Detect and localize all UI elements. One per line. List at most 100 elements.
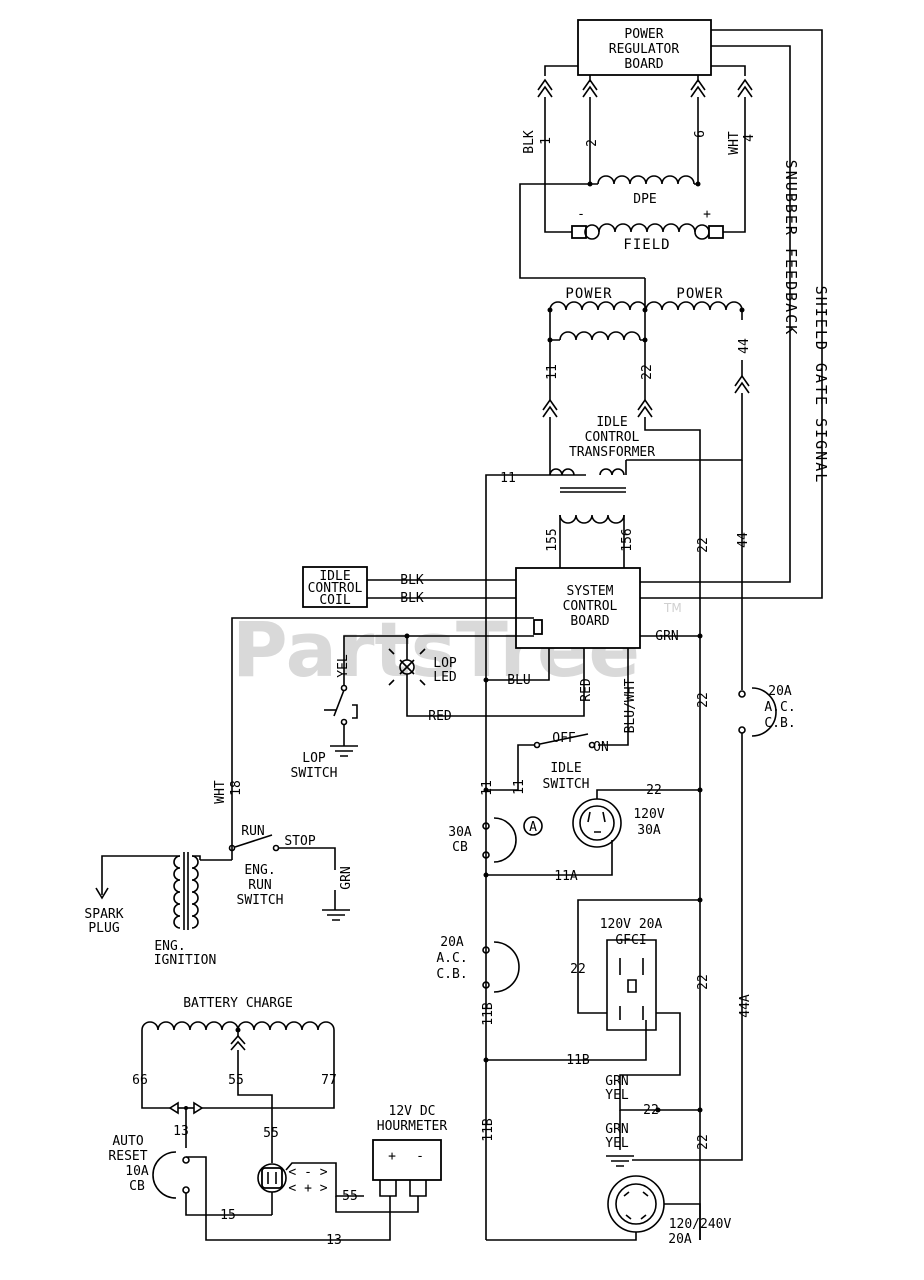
- stop-label: STOP: [284, 834, 315, 849]
- system-board-label-1: SYSTEM: [567, 584, 614, 599]
- wire-22-vertical-3: 22: [696, 974, 711, 990]
- run-label: RUN: [241, 824, 264, 839]
- idle-transformer-label-3: TRANSFORMER: [569, 445, 655, 460]
- lop-led-label-1: LOP: [433, 656, 457, 671]
- wire-22-vertical-2: 22: [696, 692, 711, 708]
- outlet-240-label-2: 20A: [668, 1232, 692, 1247]
- grn-yel-1-a: GRN: [605, 1074, 628, 1089]
- auto-reset-label-2: RESET: [108, 1149, 147, 1164]
- wire-red-v: RED: [579, 678, 594, 702]
- rectifier-plug: [257, 1162, 364, 1215]
- rect-neg-label: < - >: [288, 1165, 327, 1180]
- idle-control-transformer: [549, 460, 627, 524]
- idle-control-coil: IDLE CONTROL COIL: [302, 566, 368, 608]
- wire-44a: 44A: [738, 994, 753, 1018]
- spark-plug-label-2: PLUG: [88, 921, 119, 936]
- eng-run-switch-label-3: SWITCH: [237, 893, 284, 908]
- battery-charge-winding: [141, 1021, 335, 1163]
- auto-reset-label-3: 10A: [125, 1164, 149, 1179]
- auto-reset-label-4: CB: [129, 1179, 145, 1194]
- cb-20a-right-label-3: C.B.: [764, 716, 795, 731]
- wire-66: 66: [132, 1073, 148, 1088]
- wire-77: 77: [321, 1073, 337, 1088]
- wire-13-h: 13: [326, 1233, 342, 1248]
- connector-chevrons: [537, 78, 753, 98]
- ignition-coil: [95, 852, 201, 930]
- wire-55-top: 55: [228, 1073, 244, 1088]
- wire-11a: 11A: [554, 869, 578, 884]
- outlet-30a-label-2: 30A: [637, 823, 661, 838]
- wire-blk-label: BLK: [522, 130, 537, 154]
- wire-wht18-a: WHT: [213, 780, 228, 804]
- lop-switch: [324, 684, 358, 757]
- eng-run-switch-label-2: RUN: [248, 878, 271, 893]
- wire-22-gfci: 22: [570, 962, 586, 977]
- wire-11-top: 11: [500, 471, 516, 486]
- dpe-label: DPE: [633, 192, 656, 207]
- field-minus-label: -: [577, 207, 585, 222]
- outlet-120v-30a: [572, 798, 622, 848]
- power-regulator-label-1: POWER: [624, 27, 663, 42]
- grn-yel-1-b: YEL: [605, 1088, 629, 1103]
- wire-55: 55: [263, 1126, 279, 1141]
- cb-30a-label-1: 30A: [448, 825, 472, 840]
- wire-grn-stop: GRN: [339, 866, 354, 889]
- idle-transformer-label-2: CONTROL: [585, 430, 640, 445]
- wire-22-h2: 22: [643, 1103, 659, 1118]
- lop-switch-label-1: LOP: [302, 751, 326, 766]
- idle-switch-label-2: SWITCH: [543, 777, 590, 792]
- battery-charge-label: BATTERY CHARGE: [183, 996, 293, 1011]
- hourmeter-minus: -: [416, 1149, 424, 1164]
- wire-55-h: 55: [342, 1189, 358, 1204]
- eng-run-switch-label-1: ENG.: [244, 863, 275, 878]
- wire-wht-label: WHT: [727, 131, 742, 155]
- wire-red-h: RED: [428, 709, 452, 724]
- idle-coil-label-1: IDLE: [319, 569, 350, 584]
- auto-reset-label-1: AUTO: [112, 1134, 143, 1149]
- callout-a-circle: [523, 816, 543, 836]
- grn-yel-2-b: YEL: [605, 1136, 629, 1151]
- hourmeter: [372, 1139, 442, 1197]
- idle-switch-label-1: IDLE: [550, 761, 581, 776]
- wire-44-transformer: 44: [737, 338, 752, 354]
- wire-156: 156: [620, 528, 635, 551]
- wire-2-label: 2: [585, 139, 600, 147]
- wire-22-transformer: 22: [640, 364, 655, 380]
- circuit-breaker-20a-left: [482, 941, 520, 993]
- gfci-outlet: [606, 939, 657, 1031]
- hourmeter-plus: +: [388, 1149, 396, 1164]
- shield-gate-label: SHIELD GATE SIGNAL: [812, 286, 830, 485]
- hourmeter-label-2: HOURMETER: [377, 1119, 448, 1134]
- power-left-label: POWER: [565, 286, 612, 302]
- idle-transformer-label-1: IDLE: [596, 415, 627, 430]
- watermark-tm: TM: [663, 601, 682, 615]
- snubber-feedback-label: SNUBBER FEEDBACK: [782, 160, 800, 337]
- wire-11b-vertical: 11B: [481, 1002, 496, 1026]
- outlet-240-label-1: 120/240V: [669, 1217, 732, 1232]
- transformer-chevrons: [542, 374, 750, 418]
- wire-44-vertical: 44: [736, 532, 751, 548]
- spark-plug-label-1: SPARK: [84, 907, 123, 922]
- eng-ignition-label-1: ENG.: [154, 939, 185, 954]
- idle-coil-label-2: CONTROL: [308, 581, 363, 596]
- cb-20a-left-label-3: C.B.: [436, 967, 467, 982]
- cb-30a-label-2: CB: [452, 840, 468, 855]
- wire-11-b: 11: [512, 779, 527, 795]
- field-label: FIELD: [623, 237, 670, 253]
- idle-switch: [517, 733, 596, 790]
- grn-yel-2-a: GRN: [605, 1122, 628, 1137]
- wire-grn: GRN: [655, 629, 678, 644]
- wire-blu: BLU: [507, 673, 530, 688]
- wire-wht18-b: 18: [229, 780, 244, 796]
- idle-switch-off: OFF: [552, 731, 576, 746]
- power-regulator-label-2: REGULATOR: [609, 42, 680, 57]
- field-plus-label: +: [703, 207, 711, 222]
- rect-pos-label: < + >: [288, 1181, 327, 1196]
- wire-blu-wht: BLU/WHT: [623, 678, 638, 733]
- wire-155: 155: [545, 528, 560, 551]
- power-regulator-board: POWER REGULATOR BOARD: [577, 19, 712, 76]
- system-control-board: SYSTEM CONTROL BOARD: [515, 567, 641, 649]
- idle-coil-label-3: COIL: [319, 593, 350, 608]
- lop-led: [388, 636, 585, 717]
